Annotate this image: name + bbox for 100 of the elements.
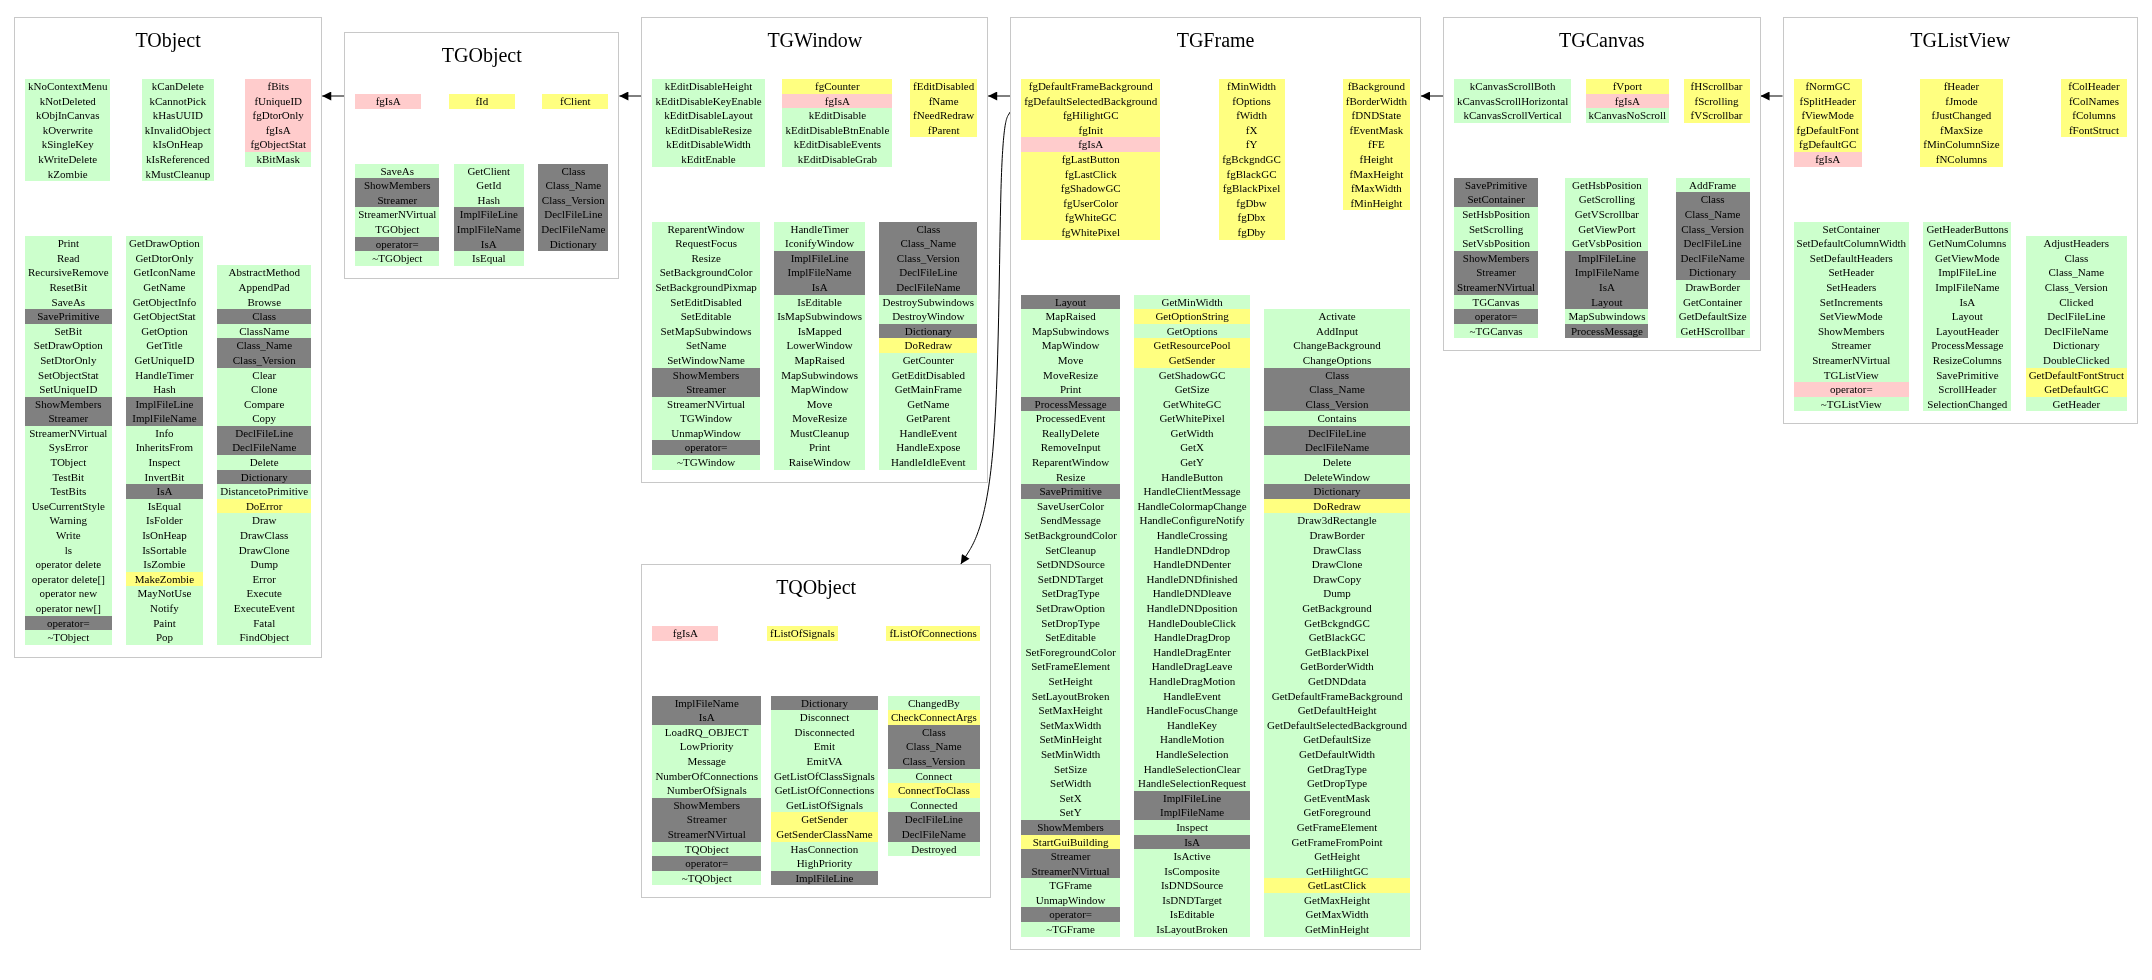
member-cell: HandleMotion: [1134, 732, 1250, 747]
class-title: TGFrame: [1176, 28, 1255, 53]
member-cell: SetContainer: [1793, 221, 1910, 237]
member-cell: HandleCrossing: [1134, 528, 1250, 543]
member-cell: fgCounter: [782, 79, 893, 94]
member-cell: TGWindow: [652, 411, 760, 426]
member-cell: RecursiveRemove: [25, 265, 112, 280]
member-cell: kCanvasScrollVertical: [1454, 108, 1572, 123]
class-box: [14, 17, 323, 658]
member-cell: Print: [25, 236, 112, 251]
member-cell: Hash: [126, 382, 203, 397]
member-cell: IsLayoutBroken: [1134, 922, 1250, 937]
member-cell: DeclFileName: [217, 440, 312, 456]
member-cell: Execute: [217, 586, 312, 601]
member-cell: CheckConnectArgs: [887, 710, 980, 725]
member-cell: kHasUUID: [141, 108, 214, 123]
member-cell: Streamer: [1454, 265, 1539, 280]
member-cell: fListOfSignals: [767, 626, 838, 641]
member-cell: NumberOfSignals: [652, 783, 762, 798]
member-cell: SetDragType: [1021, 586, 1121, 601]
member-cell: SetEditable: [1021, 630, 1121, 645]
member-cell: SetBackgroundColor: [1021, 528, 1121, 543]
member-cell: IsMapSubwindows: [774, 309, 866, 324]
member-cell: AdjustHeaders: [2025, 236, 2127, 251]
member-cell: HandleDNDposition: [1134, 601, 1250, 616]
member-cell: SetContainer: [1454, 192, 1539, 207]
member-cell: ImplFileName: [652, 695, 762, 711]
member-cell: ReparentWindow: [1021, 455, 1121, 470]
class-box: [1443, 17, 1761, 352]
member-cell: ImplFileName: [1565, 265, 1649, 280]
member-cell: GetDrawOption: [126, 236, 203, 251]
member-cell: Draw: [217, 513, 312, 529]
member-cell: Copy: [217, 411, 312, 426]
member-cell: fHeader: [1920, 79, 2003, 94]
member-cell: DeclFileName: [1264, 440, 1410, 456]
class-box: [641, 564, 991, 899]
member-cell: fHScrollbar: [1683, 79, 1750, 94]
member-cell: operator=: [1021, 907, 1121, 923]
member-cell: Write: [25, 528, 112, 543]
member-cell: RemoveInput: [1021, 440, 1121, 456]
member-cell: TestBits: [25, 484, 112, 499]
member-cell: SetDrawOption: [25, 338, 112, 353]
member-cell: fgIsA: [1021, 137, 1161, 152]
member-cell: kCanvasScrollBoth: [1454, 79, 1572, 94]
member-cell: SetName: [652, 338, 760, 353]
member-cell: GetForeground: [1264, 805, 1410, 820]
member-cell: ~TObject: [25, 630, 112, 645]
member-cell: GetParent: [879, 411, 978, 426]
member-cell: Class_Name: [879, 236, 978, 251]
member-cell: SavePrimitive: [1021, 484, 1121, 499]
member-cell: DrawClass: [217, 528, 312, 543]
member-cell: RaiseWindow: [774, 455, 866, 470]
member-cell: GetHsbPosition: [1565, 177, 1649, 193]
class-title: TGCanvas: [1559, 28, 1645, 53]
member-cell: fFE: [1342, 137, 1410, 152]
member-cell: Disconnect: [771, 710, 878, 725]
member-cell: GetOptionString: [1134, 309, 1250, 324]
member-cell: SetHeader: [1793, 265, 1910, 280]
member-cell: SaveAs: [355, 163, 440, 179]
member-cell: LowPriority: [652, 739, 762, 754]
member-cell: Streamer: [1793, 338, 1910, 353]
member-cell: fNeedRedraw: [910, 108, 978, 123]
member-cell: IsZombie: [126, 557, 203, 572]
member-cell: fgDefaultFrameBackground: [1021, 79, 1161, 94]
member-cell: StreamerNVirtual: [355, 207, 440, 222]
member-cell: HighPriority: [771, 856, 878, 871]
member-cell: Dictionary: [2025, 338, 2127, 353]
member-cell: operator new: [25, 586, 112, 601]
member-cell: GetY: [1134, 455, 1250, 470]
member-cell: operator delete: [25, 557, 112, 572]
member-cell: GetTitle: [126, 338, 203, 353]
member-cell: HandleDragDrop: [1134, 630, 1250, 645]
inheritance-arrow: [987, 91, 1011, 101]
class-title: TGWindow: [767, 28, 863, 53]
member-cell: SetViewMode: [1793, 309, 1910, 324]
member-cell: Inspect: [126, 455, 203, 470]
member-cell: GetListOfConnections: [771, 783, 878, 798]
member-cell: SetFrameElement: [1021, 659, 1121, 674]
member-cell: GetBackground: [1264, 601, 1410, 616]
member-cell: Class: [879, 221, 978, 237]
member-cell: fgShadowGC: [1021, 181, 1161, 196]
member-cell: kEditDisableLayout: [652, 108, 765, 123]
member-cell: ImplFileName: [1134, 805, 1250, 820]
member-cell: fDNDState: [1342, 108, 1410, 123]
member-cell: SavePrimitive: [1454, 177, 1539, 193]
member-cell: fgWhiteGC: [1021, 210, 1161, 225]
member-cell: fColHeader: [2060, 79, 2127, 94]
member-cell: RequestFocus: [652, 236, 760, 251]
member-cell: fEditDisabled: [910, 79, 978, 94]
member-cell: IconifyWindow: [774, 236, 866, 251]
member-cell: SetDNDSource: [1021, 557, 1121, 572]
member-cell: GetIconName: [126, 265, 203, 280]
member-cell: DestroyWindow: [879, 309, 978, 324]
member-cell: GetHeight: [1264, 849, 1410, 864]
member-cell: kEditDisableWidth: [652, 137, 765, 152]
member-cell: kCanvasNoScroll: [1585, 108, 1670, 123]
member-cell: fClient: [542, 94, 609, 109]
class-title: TQObject: [776, 575, 857, 601]
member-cell: Dictionary: [1264, 484, 1410, 499]
member-cell: operator=: [1793, 382, 1910, 397]
